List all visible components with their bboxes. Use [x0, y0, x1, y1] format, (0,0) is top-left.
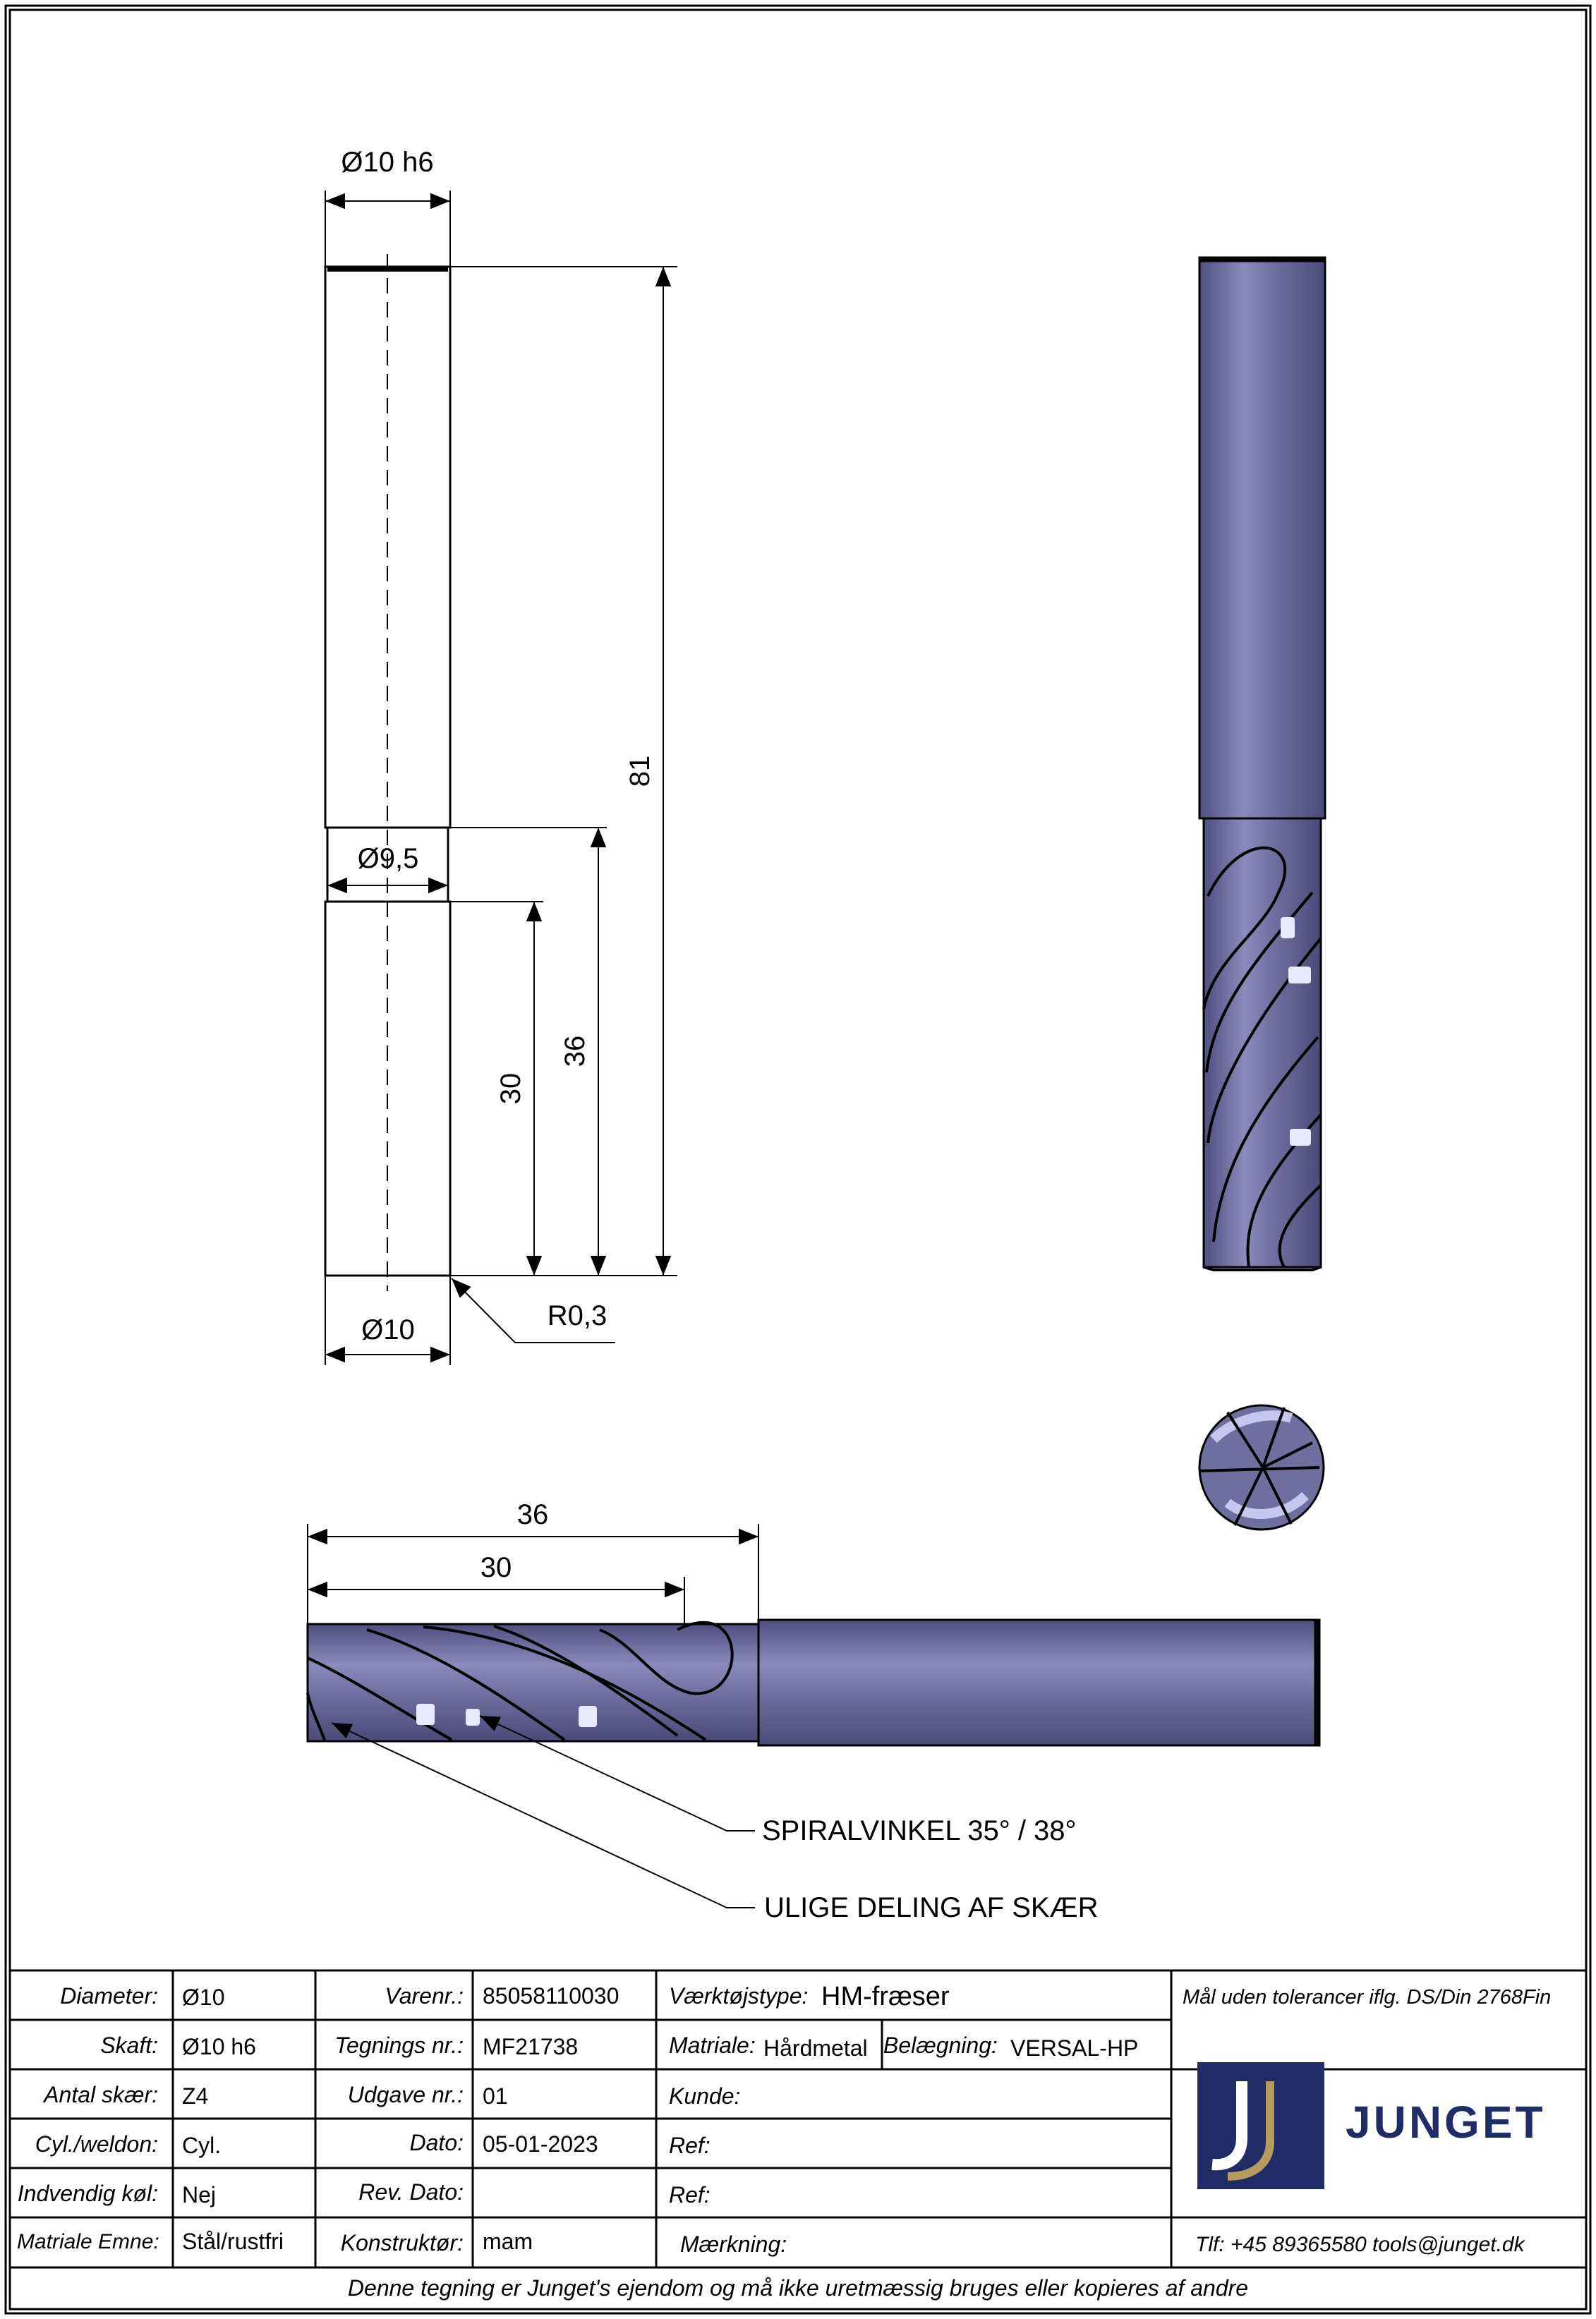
- dim-neck-length: 36: [560, 1036, 591, 1067]
- work-material-value: Stål/rustfri: [182, 2229, 284, 2254]
- drawing-number-label: Tegnings nr.:: [334, 2033, 464, 2058]
- item-number-label: Varenr.:: [385, 1983, 464, 2009]
- note-spiral-angle: SPIRALVINKEL 35° / 38°: [762, 1815, 1077, 1846]
- customer-label: Kunde:: [669, 2083, 741, 2109]
- rev-date-label: Rev. Dato:: [358, 2179, 464, 2205]
- work-material-label: Matriale Emne:: [17, 2230, 159, 2253]
- item-number-value: 85058110030: [483, 1983, 619, 2009]
- marking-label: Mærkning:: [680, 2232, 787, 2257]
- title-block: Diameter: Ø10 Skaft: Ø10 h6 Antal skær: …: [10, 1970, 1586, 2309]
- date-value: 05-01-2023: [483, 2131, 598, 2157]
- ref2-label: Ref:: [669, 2182, 711, 2208]
- front-view-drawing: [324, 190, 677, 1365]
- contact-info: Tlf: +45 89365580 tools@junget.dk: [1195, 2233, 1525, 2256]
- shank-label: Skaft:: [100, 2033, 158, 2058]
- inner-border: [8, 8, 1588, 2311]
- dim-neck-diameter: Ø9,5: [358, 843, 419, 874]
- outer-border: [4, 4, 1592, 2315]
- tool-render-vertical: [1198, 256, 1326, 1271]
- ownership-footer: Denne tegning er Junget's ejendom og må …: [347, 2275, 1249, 2301]
- designer-label: Konstruktør:: [340, 2230, 464, 2256]
- coating-value: VERSAL-HP: [1010, 2035, 1139, 2061]
- junget-logo-icon: [1197, 2062, 1324, 2189]
- coolant-label: Indvendig køl:: [17, 2181, 158, 2206]
- tool-end-view: [1198, 1404, 1325, 1531]
- dim-total-length: 81: [624, 756, 655, 787]
- dim-cut-length: 30: [495, 1073, 526, 1105]
- dim-side-30: 30: [480, 1552, 512, 1583]
- coolant-value: Nej: [182, 2182, 217, 2208]
- dim-shank-diameter: Ø10 h6: [341, 147, 433, 178]
- tool-type-value: HM-fræser: [821, 1982, 950, 2011]
- shank-type-label: Cyl./weldon:: [35, 2131, 158, 2157]
- note-unequal-division: ULIGE DELING AF SKÆR: [764, 1892, 1098, 1923]
- flutes-value: Z4: [182, 2083, 209, 2109]
- material-label: Matriale:: [669, 2033, 756, 2058]
- flutes-label: Antal skær:: [44, 2082, 158, 2107]
- coating-label: Belægning:: [883, 2033, 998, 2058]
- diameter-value: Ø10: [182, 1985, 225, 2010]
- tolerance-note: Mål uden tolerancer iflg. DS/Din 2768Fin: [1183, 1986, 1552, 2009]
- diameter-label: Diameter:: [60, 1983, 158, 2009]
- designer-value: mam: [483, 2229, 533, 2254]
- brand-name: JUNGET: [1346, 2097, 1546, 2148]
- shank-value: Ø10 h6: [182, 2034, 256, 2059]
- ref1-label: Ref:: [669, 2133, 711, 2158]
- dim-head-diameter: Ø10: [361, 1314, 415, 1345]
- dim-side-36: 36: [517, 1499, 549, 1530]
- dim-corner-radius: R0,3: [548, 1300, 607, 1331]
- revision-value: 01: [483, 2083, 508, 2109]
- revision-label: Udgave nr.:: [347, 2082, 464, 2107]
- shank-type-value: Cyl.: [182, 2133, 222, 2158]
- drawing-number-value: MF21738: [483, 2034, 579, 2059]
- date-label: Dato:: [409, 2130, 464, 2155]
- tool-render-horizontal: [306, 1618, 1321, 1747]
- material-value: Hårdmetal: [763, 2035, 868, 2061]
- title-block-grid: [10, 1969, 1588, 2309]
- tool-type-label: Værktøjstype:: [669, 1983, 809, 2009]
